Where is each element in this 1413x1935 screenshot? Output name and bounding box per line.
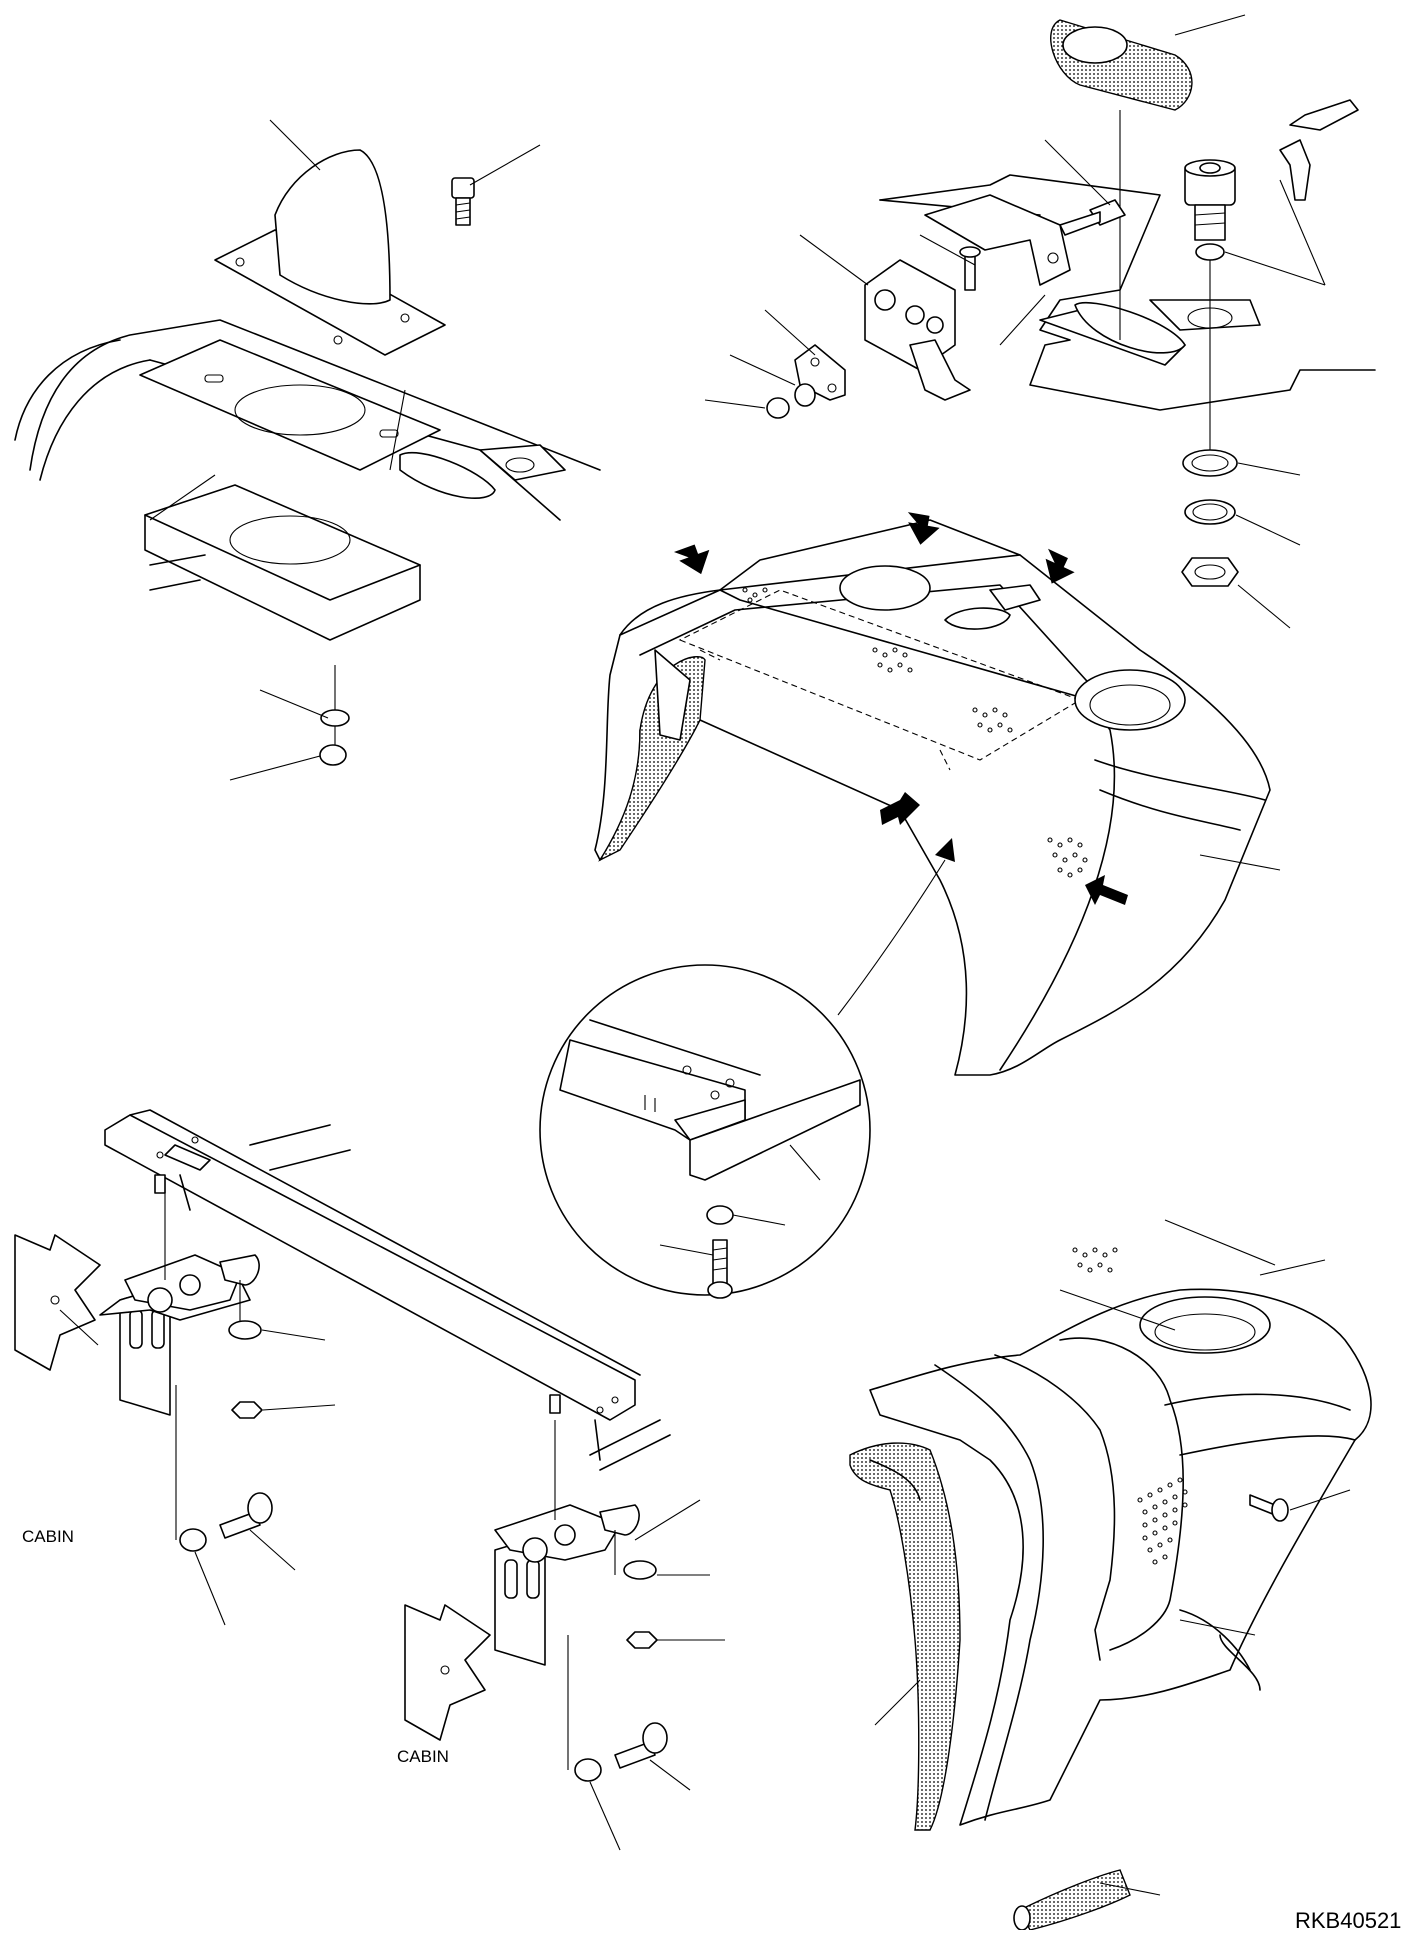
bolt-head [451,177,475,199]
seal-ring [1182,449,1238,477]
direction-arrows [673,512,1128,905]
hatch-latch-assembly [766,19,1376,587]
nut-1 [319,744,347,766]
drawing-id: RKB40521 [1295,1908,1401,1930]
cover-side-assembly [849,1247,1372,1931]
nut-left [231,1401,263,1419]
washer-left [228,1320,262,1340]
roof-cover-assembly [594,512,1281,1076]
key-1 [1289,99,1359,131]
side-cover-hole [1139,1296,1271,1354]
vent-perforations [742,587,1088,878]
washer-1 [320,709,350,727]
key-2 [1279,139,1311,201]
roof-gasket-plate [139,339,441,471]
leader-lines-upper-right [704,14,1326,629]
bolt-right [614,1741,656,1769]
cabin-symbol-left [14,1234,101,1371]
washer-right [623,1560,657,1580]
bolt-left [219,1511,261,1539]
cover-hole [1074,669,1186,731]
roof-panel-assembly [14,149,601,766]
cabin-symbol-right [404,1604,491,1741]
cone-cover [274,149,391,305]
lock-nut [1181,557,1239,587]
hinge-bracket-assembly: CABIN CABIN [14,1109,671,1782]
leader-lines-upper-left [149,119,541,781]
side-perforations [1072,1247,1188,1565]
cabin-label-left: CABIN [22,1527,74,1546]
nut-right [626,1631,658,1649]
cabin-label-right: CABIN [397,1747,449,1766]
leader-lines-lower-left [59,1309,725,1851]
detail-magnifier [539,964,871,1299]
latch-bracket [924,194,1071,286]
magnified-washer [706,1205,734,1225]
seal-roll [1019,1869,1131,1931]
seal-strip [849,1442,961,1831]
side-cover [869,1288,1372,1826]
leader-lines-lower-right [874,1219,1351,1896]
